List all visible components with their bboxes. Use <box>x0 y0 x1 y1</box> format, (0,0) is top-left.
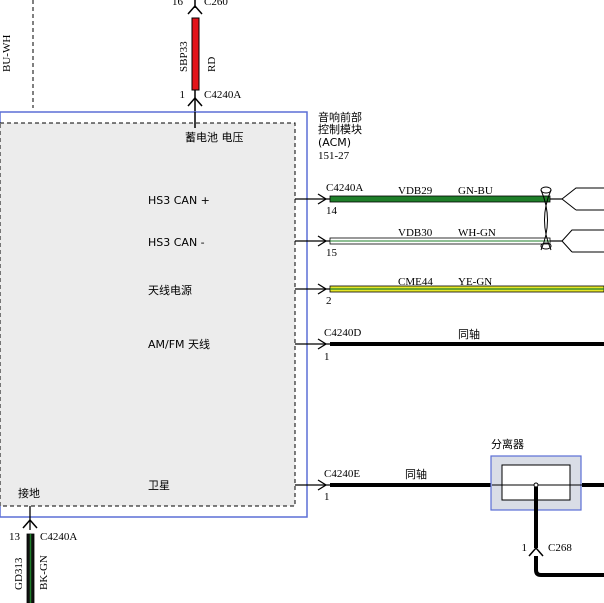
ground-wire: 13 C4240A GD313 BK-GN <box>9 506 77 603</box>
top-wire-group: 16 C260 SBP33 RD 1 C4240A BU-WH <box>1 0 241 112</box>
wire-amfm-antenna: C4240D 1 同轴 <box>324 327 604 363</box>
can-minus-connector-icon <box>561 229 604 253</box>
lower-connector-icon <box>187 96 203 107</box>
lower-pin-number: 1 <box>180 89 186 101</box>
upper-pin-number: 16 <box>172 0 184 8</box>
signal-label-satellite: 卫星 <box>148 479 170 492</box>
module-name-line-1: 音响前部 <box>318 110 362 124</box>
top-wire-color-label: RD <box>206 57 218 72</box>
can-plus-connector-icon <box>561 187 604 211</box>
antenna-power-color: YE-GN <box>458 276 492 288</box>
can-plus-color: GN-BU <box>458 185 493 197</box>
splitter-output-wire-2 <box>534 569 604 577</box>
c268-connector-icon <box>528 546 544 557</box>
module-name-line-4: 151-27 <box>318 150 350 162</box>
satellite-pin: 1 <box>324 491 330 503</box>
satellite-circuit: 同轴 <box>405 467 427 481</box>
signal-label-can-minus: HS3 CAN - <box>148 236 205 249</box>
can-minus-color: WH-GN <box>458 227 496 239</box>
signal-label-antenna-power: 天线电源 <box>148 283 192 297</box>
ground-connector-icon <box>22 518 38 529</box>
can-minus-pin: 15 <box>326 247 338 259</box>
lower-connector-label: C4240A <box>204 89 241 101</box>
splitter-label: 分离器 <box>491 437 524 451</box>
upper-connector-icon <box>187 4 203 15</box>
splitter-junction-icon <box>533 482 539 488</box>
wire-satellite: C4240E 1 同轴 <box>324 467 604 503</box>
signal-label-can-plus: HS3 CAN + <box>148 194 210 207</box>
top-wire-circuit-label: SBP33 <box>178 41 190 72</box>
battery-voltage-label: 蓄电池 电压 <box>185 131 244 144</box>
amfm-pin: 1 <box>324 351 330 363</box>
ground-color-label: BK-GN <box>38 555 50 590</box>
antenna-power-pin: 2 <box>326 295 332 307</box>
ground-pin: 13 <box>9 531 21 543</box>
can-plus-circuit: VDB29 <box>398 185 433 197</box>
twisted-pair-icon <box>540 186 552 251</box>
c268-connector-label: C268 <box>548 542 572 554</box>
wire-can-minus: 15 VDB30 WH-GN <box>326 227 604 259</box>
module-name-line-2: 控制模块 <box>318 122 362 136</box>
antenna-power-circuit: CME44 <box>398 276 433 288</box>
amfm-connector: C4240D <box>324 327 361 339</box>
ground-circuit-label: GD313 <box>13 557 25 590</box>
splitter: 分离器 1 C268 <box>490 437 604 577</box>
ground-label: 接地 <box>18 487 40 500</box>
acm-module: 蓄电池 电压 音响前部 控制模块 (ACM) 151-27 HS3 CAN + … <box>0 110 362 518</box>
ground-connector-label: C4240A <box>40 531 77 543</box>
pin-arrows <box>295 193 330 491</box>
satellite-connector: C4240E <box>324 468 360 480</box>
module-name-line-3: (ACM) <box>318 136 351 149</box>
upper-connector-label: C260 <box>204 0 228 8</box>
green-wire-segment <box>329 195 551 203</box>
red-wire-segment <box>191 17 200 91</box>
module-inner-area <box>0 122 296 507</box>
signal-label-amfm-antenna: AM/FM 天线 <box>148 337 210 351</box>
can-plus-pin: 14 <box>326 205 338 217</box>
amfm-circuit: 同轴 <box>458 327 480 341</box>
can-minus-circuit: VDB30 <box>398 227 433 239</box>
wire-can-plus: C4240A 14 VDB29 GN-BU <box>326 182 604 217</box>
left-edge-wire-color: BU-WH <box>1 35 13 72</box>
c268-pin: 1 <box>522 542 528 554</box>
wire-antenna-power: 2 CME44 YE-GN <box>326 276 604 307</box>
can-plus-connector: C4240A <box>326 182 363 194</box>
